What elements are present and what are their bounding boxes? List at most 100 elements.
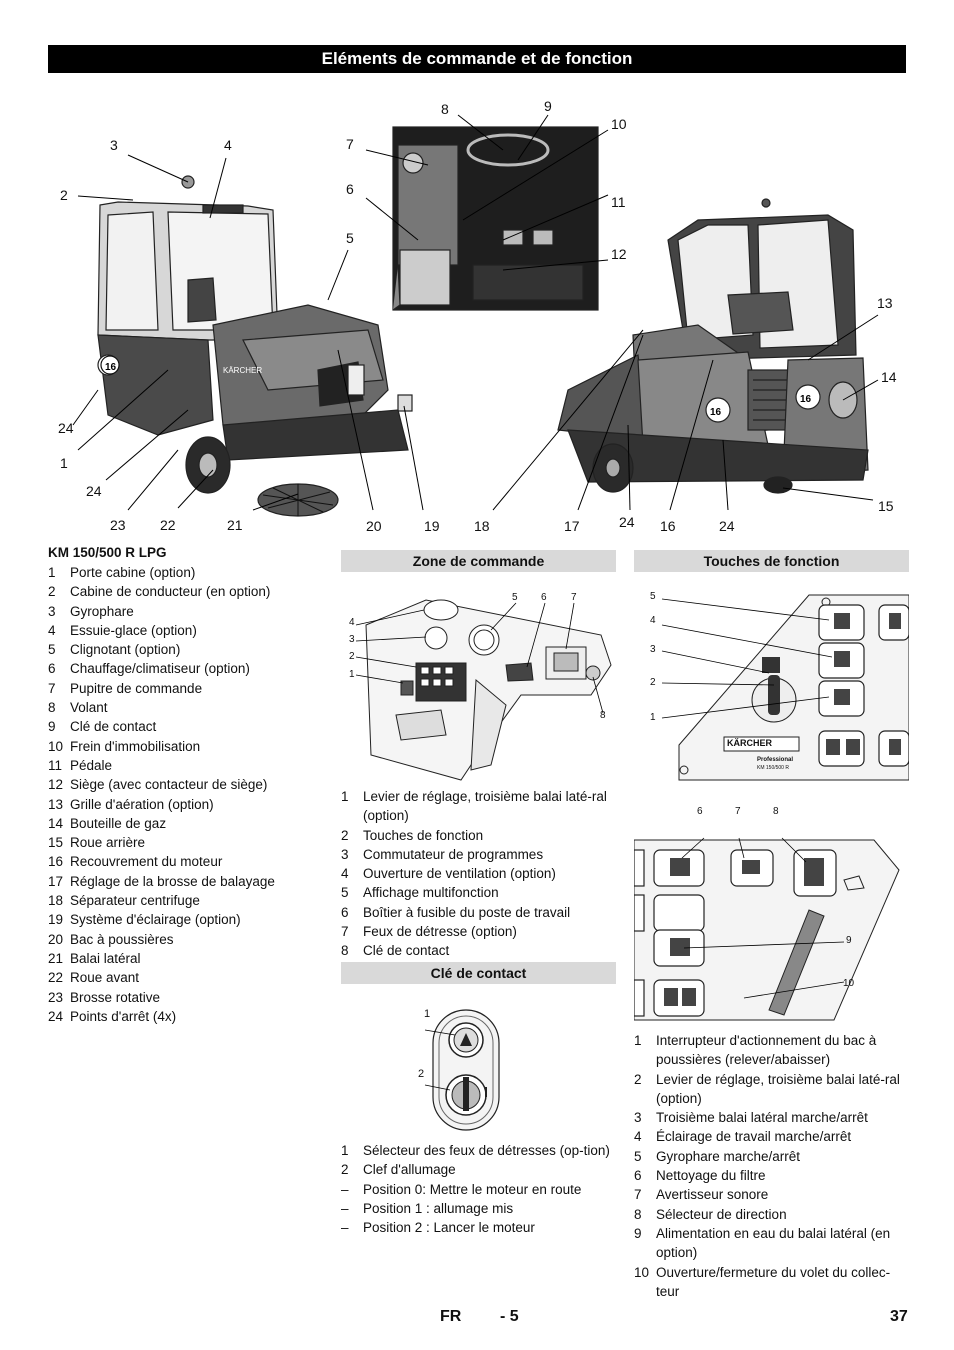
function-keys-top-figure <box>661 594 909 781</box>
list-item-text: Affichage multifonction <box>363 885 499 901</box>
touches-callout-1: 1 <box>650 712 656 723</box>
list-item: 16 Recouvrement du moteur <box>48 852 328 871</box>
list-item-text: Touches de fonction <box>363 827 484 843</box>
list-item-number: 11 <box>48 757 63 773</box>
touches-heading: Touches de fonction <box>634 550 909 572</box>
list-item-number: 1 <box>341 1143 349 1158</box>
list-item-text: Position 1 : allumage mis <box>363 1200 514 1216</box>
touches-list: 1 Interrupteur d'actionnement du bac à po… <box>634 1031 909 1301</box>
list-item-number: 9 <box>634 1225 642 1241</box>
callout-7: 7 <box>346 136 354 152</box>
list-item-number: 8 <box>48 700 56 716</box>
list-item-number: 16 <box>48 854 64 870</box>
list-item-number: 12 <box>48 777 64 793</box>
list-item: 5 Affichage multifonction <box>341 883 616 902</box>
ignition-key-figure <box>424 1009 500 1131</box>
list-item-text: Sélecteur de direction <box>656 1206 787 1222</box>
list-item-text: Clé de contact <box>363 943 450 959</box>
list-item-number: 17 <box>48 873 64 889</box>
list-item-text: Nettoyage du filtre <box>656 1168 766 1184</box>
sweeper-figure: 16 KÄRCHER 16 16 <box>72 114 879 517</box>
list-item-text: Ouverture/fermeture du volet du collec-t… <box>656 1264 891 1299</box>
badge-16-rear-b: 16 <box>800 394 812 405</box>
list-item-number: 6 <box>48 661 56 677</box>
list-item-number: 4 <box>341 866 349 882</box>
touches-callout-4: 4 <box>650 615 656 626</box>
list-item: 8 Sélecteur de direction <box>634 1205 909 1224</box>
touches-callout-10: 10 <box>843 978 855 989</box>
zone-callout-1: 1 <box>349 669 355 680</box>
list-item-number: – <box>341 1220 349 1236</box>
list-item-number: 2 <box>341 827 349 843</box>
callout-4: 4 <box>224 137 232 153</box>
callout-16: 16 <box>660 518 676 534</box>
callout-24b: 24 <box>86 483 102 499</box>
list-item-number: 7 <box>48 680 56 696</box>
zone-heading: Zone de commande <box>341 550 616 572</box>
brand-logo: KÄRCHER <box>223 366 262 375</box>
list-item-text: Points d'arrêt (4x) <box>70 1008 177 1024</box>
callout-15: 15 <box>878 498 894 514</box>
callout-2: 2 <box>60 187 68 203</box>
touches-callout-3: 3 <box>650 644 656 655</box>
list-item-number: 1 <box>634 1033 642 1048</box>
callout-8: 8 <box>441 101 449 117</box>
list-item-number: 23 <box>48 989 64 1005</box>
list-item-number: 8 <box>634 1206 642 1222</box>
list-item-number: 5 <box>634 1148 642 1164</box>
list-item-text: Pupitre de commande <box>70 680 203 696</box>
list-item-text: Position 2 : Lancer le moteur <box>363 1220 535 1236</box>
zone-callout-7: 7 <box>571 592 577 603</box>
list-item-text: Bouteille de gaz <box>70 815 167 831</box>
touches-callout-5: 5 <box>650 591 656 602</box>
callout-1: 1 <box>60 455 68 471</box>
cle-callout-1: 1 <box>424 1008 431 1020</box>
list-item: –Position 2 : Lancer le moteur <box>341 1218 616 1237</box>
control-zone-figure <box>355 599 612 781</box>
list-item-number: 20 <box>48 931 64 947</box>
list-item-text: Interrupteur d'actionnement du bac à pou… <box>656 1033 877 1068</box>
list-item-text: Frein d'immobilisation <box>70 738 201 754</box>
list-item-text: Bac à poussières <box>70 931 174 947</box>
list-item-text: Avertisseur sonore <box>656 1187 769 1203</box>
callout-9: 9 <box>544 98 552 114</box>
footer-lang: FR <box>440 1308 462 1325</box>
badge-16: 16 <box>105 362 117 373</box>
list-item-number: 5 <box>341 885 349 901</box>
callout-13: 13 <box>877 295 893 311</box>
list-item-number: 7 <box>634 1187 642 1203</box>
list-item-number: 3 <box>48 603 56 619</box>
badge-16-rear-a: 16 <box>710 407 722 418</box>
list-item-text: Boîtier à fusible du poste de travail <box>363 904 571 920</box>
panel-sub1: Professional <box>757 757 794 763</box>
list-item-text: Recouvrement du moteur <box>70 854 223 870</box>
list-item-number: – <box>341 1200 349 1216</box>
list-item-text: Clignotant (option) <box>70 642 181 658</box>
sweeper-rear-view <box>557 198 869 494</box>
list-item-number: 1 <box>48 565 56 580</box>
list-item-number: 22 <box>48 970 64 986</box>
list-item-text: Levier de réglage, troisième balai laté-… <box>363 789 607 824</box>
touches-callout-8: 8 <box>773 806 779 817</box>
callout-24a: 24 <box>58 420 74 436</box>
callout-22: 22 <box>160 517 176 533</box>
touches-callout-6: 6 <box>697 806 703 817</box>
model-heading: KM 150/500 R LPG <box>48 545 167 560</box>
